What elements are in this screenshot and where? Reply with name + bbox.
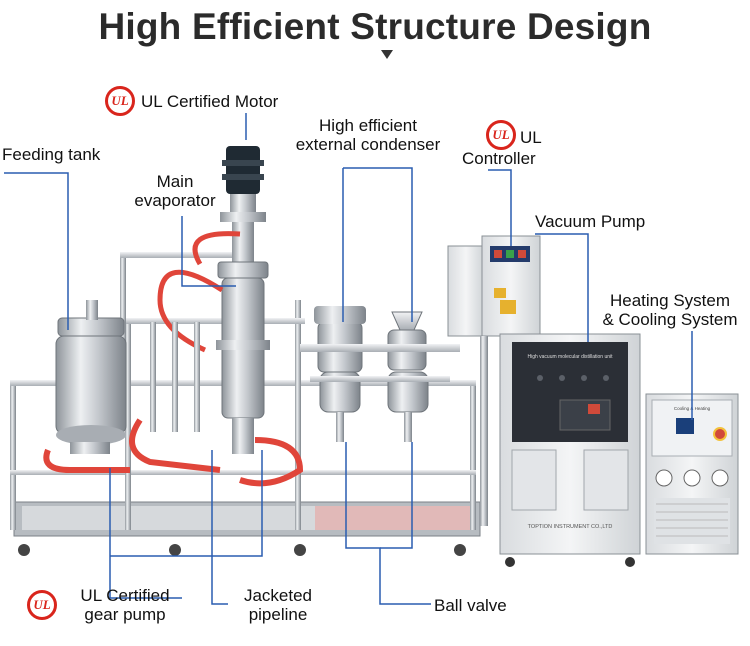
label-ul-controller-line1: UL xyxy=(520,128,542,147)
label-heating-line2: & Cooling System xyxy=(602,310,738,329)
cold-trap-columns xyxy=(43,322,304,487)
label-jacketed-line2: pipeline xyxy=(248,605,308,624)
label-condenser-line2: external condenser xyxy=(295,135,441,154)
ul-gear-pump-badge-icon: UL xyxy=(27,590,57,620)
leader-feeding-tank xyxy=(4,172,69,330)
label-jacketed-pipeline: Jacketed pipeline xyxy=(228,586,328,624)
label-main-evaporator-line1: Main xyxy=(156,172,194,191)
cabinet-header-text: High vacuum molecular distillation unit xyxy=(527,354,613,360)
leader-condenser-right xyxy=(343,167,413,322)
leader-lines xyxy=(4,113,693,605)
label-main-evaporator-line2: evaporator xyxy=(134,191,216,210)
label-heating-line1: Heating System xyxy=(610,291,730,310)
label-gear-pump: UL Certified gear pump xyxy=(62,586,188,624)
vacuum-pump-cabinet: High vacuum molecular distillation unit … xyxy=(499,333,641,567)
leader-gear-pump-right xyxy=(110,450,263,557)
label-condenser: High efficient external condenser xyxy=(276,116,460,154)
label-feeding-tank: Feeding tank xyxy=(2,145,101,164)
label-gear-pump-line2: gear pump xyxy=(84,605,166,624)
label-ul-controller-line2: Controller xyxy=(462,149,536,168)
label-condenser-line1: High efficient xyxy=(319,116,417,135)
leader-main-evaporator xyxy=(181,216,236,287)
leader-controller xyxy=(488,169,512,246)
label-jacketed-line1: Jacketed xyxy=(243,586,313,605)
title-down-arrow-icon xyxy=(381,50,393,59)
motor xyxy=(220,146,266,222)
controller-box xyxy=(447,235,541,526)
label-vacuum-pump: Vacuum Pump xyxy=(535,212,646,231)
ul-controller-badge-icon: UL xyxy=(486,120,516,150)
cabinet-footer-text: TOPTION INSTRUMENT CO.,LTD xyxy=(528,524,613,530)
leader-jacketed-pipeline xyxy=(211,450,228,605)
page-title: High Efficient Structure Design xyxy=(98,6,652,47)
label-heating-cooling: Heating System & Cooling System xyxy=(594,291,746,329)
label-ul-certified-motor: UL Certified Motor xyxy=(141,92,279,111)
condensers xyxy=(300,306,460,442)
label-ball-valve: Ball valve xyxy=(434,596,507,615)
leader-gear-pump-left xyxy=(109,468,182,599)
label-main-evaporator: Main evaporator xyxy=(128,172,222,210)
leader-ball-valve-right xyxy=(380,442,413,549)
main-evaporator xyxy=(157,222,270,454)
ul-certified-motor-badge-icon: UL xyxy=(105,86,135,116)
leader-vacuum-pump xyxy=(535,233,589,342)
frame-base xyxy=(10,252,481,556)
label-gear-pump-line1: UL Certified xyxy=(80,586,170,605)
feeding-tank xyxy=(55,300,127,454)
